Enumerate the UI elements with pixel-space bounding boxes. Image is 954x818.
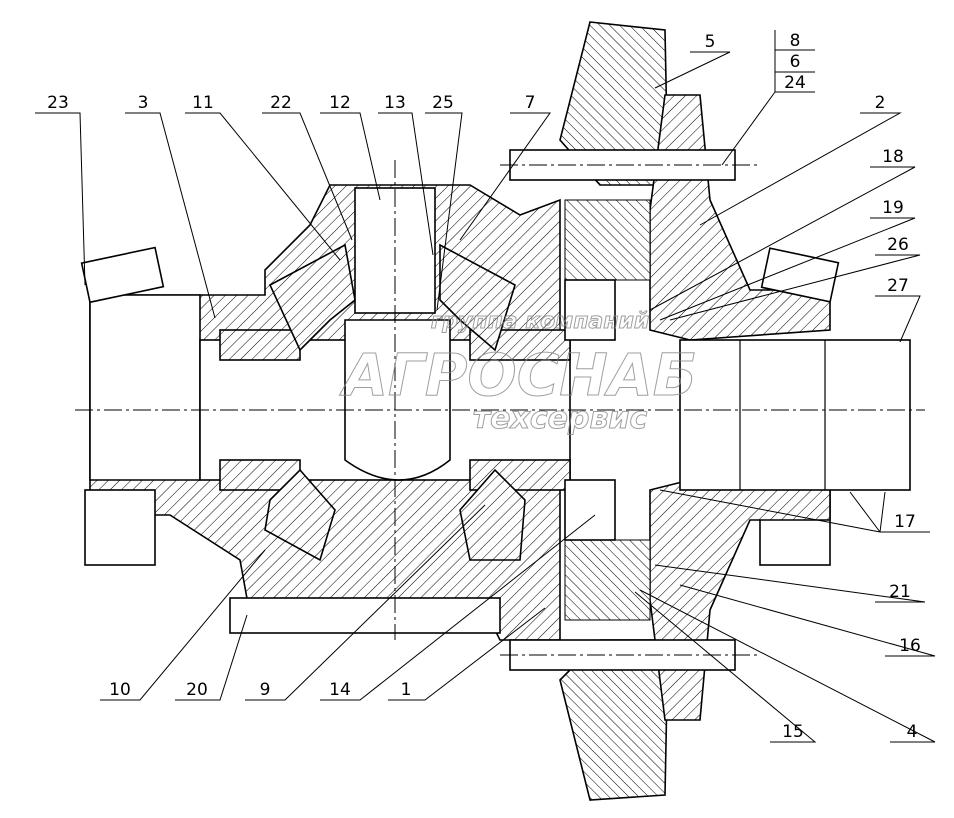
ring-gear-5 [559, 21, 669, 801]
clutch-discs [564, 199, 651, 621]
part-labels: 23 3 11 22 12 13 25 7 5 8 6 24 2 18 19 2… [47, 31, 921, 742]
bevel-gears [264, 243, 526, 562]
label-1: 1 [401, 680, 412, 700]
label-3: 3 [138, 93, 149, 113]
label-25: 25 [432, 93, 454, 113]
label-5: 5 [705, 32, 716, 52]
label-21: 21 [889, 582, 911, 602]
label-18: 18 [882, 147, 904, 167]
pinion-shaft-12 [344, 187, 451, 481]
label-17: 17 [894, 512, 916, 532]
label-14: 14 [329, 680, 351, 700]
label-9: 9 [260, 680, 271, 700]
svg-text:АГРОСНАБ: АГРОСНАБ [339, 341, 697, 409]
watermark: группа компаний АГРОСНАБ техсервис [339, 309, 698, 437]
bearings [80, 246, 840, 304]
svg-text:техсервис: техсервис [473, 401, 648, 436]
label-2: 2 [875, 93, 886, 113]
label-4: 4 [907, 722, 918, 742]
label-26: 26 [887, 235, 909, 255]
label-13: 13 [384, 93, 406, 113]
label-12: 12 [329, 93, 351, 113]
label-10: 10 [109, 680, 131, 700]
label-23: 23 [47, 93, 69, 113]
svg-text:группа компаний: группа компаний [431, 309, 650, 334]
center-lines [75, 160, 925, 656]
label-20: 20 [186, 680, 208, 700]
right-shaft [679, 339, 911, 491]
label-19: 19 [882, 198, 904, 218]
label-22: 22 [270, 93, 292, 113]
label-27: 27 [887, 276, 909, 296]
label-8: 8 [790, 31, 801, 51]
label-16: 16 [899, 636, 921, 656]
label-15: 15 [782, 722, 804, 742]
label-7: 7 [525, 93, 536, 113]
label-11: 11 [192, 93, 214, 113]
leaders [35, 30, 936, 743]
label-6: 6 [790, 52, 801, 72]
label-24: 24 [784, 73, 806, 93]
bolts [229, 149, 736, 671]
